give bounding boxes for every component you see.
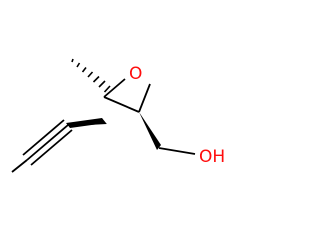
alkyne-wedge-bond-body bbox=[66, 118, 106, 128]
hydroxymethyl-wedge-bond bbox=[139, 112, 161, 150]
molecule-structure: O OH bbox=[11, 58, 225, 173]
propynyl-methyl-bond bbox=[11, 159, 28, 173]
ch2-oh-bond bbox=[158, 147, 196, 155]
methyl-hashed-bond bbox=[71, 58, 111, 93]
hydroxyl-label: OH bbox=[199, 147, 225, 167]
triple-bond bbox=[22, 119, 73, 166]
epoxide-ring bbox=[103, 78, 151, 113]
epoxide-oxygen-label: O bbox=[129, 64, 142, 84]
